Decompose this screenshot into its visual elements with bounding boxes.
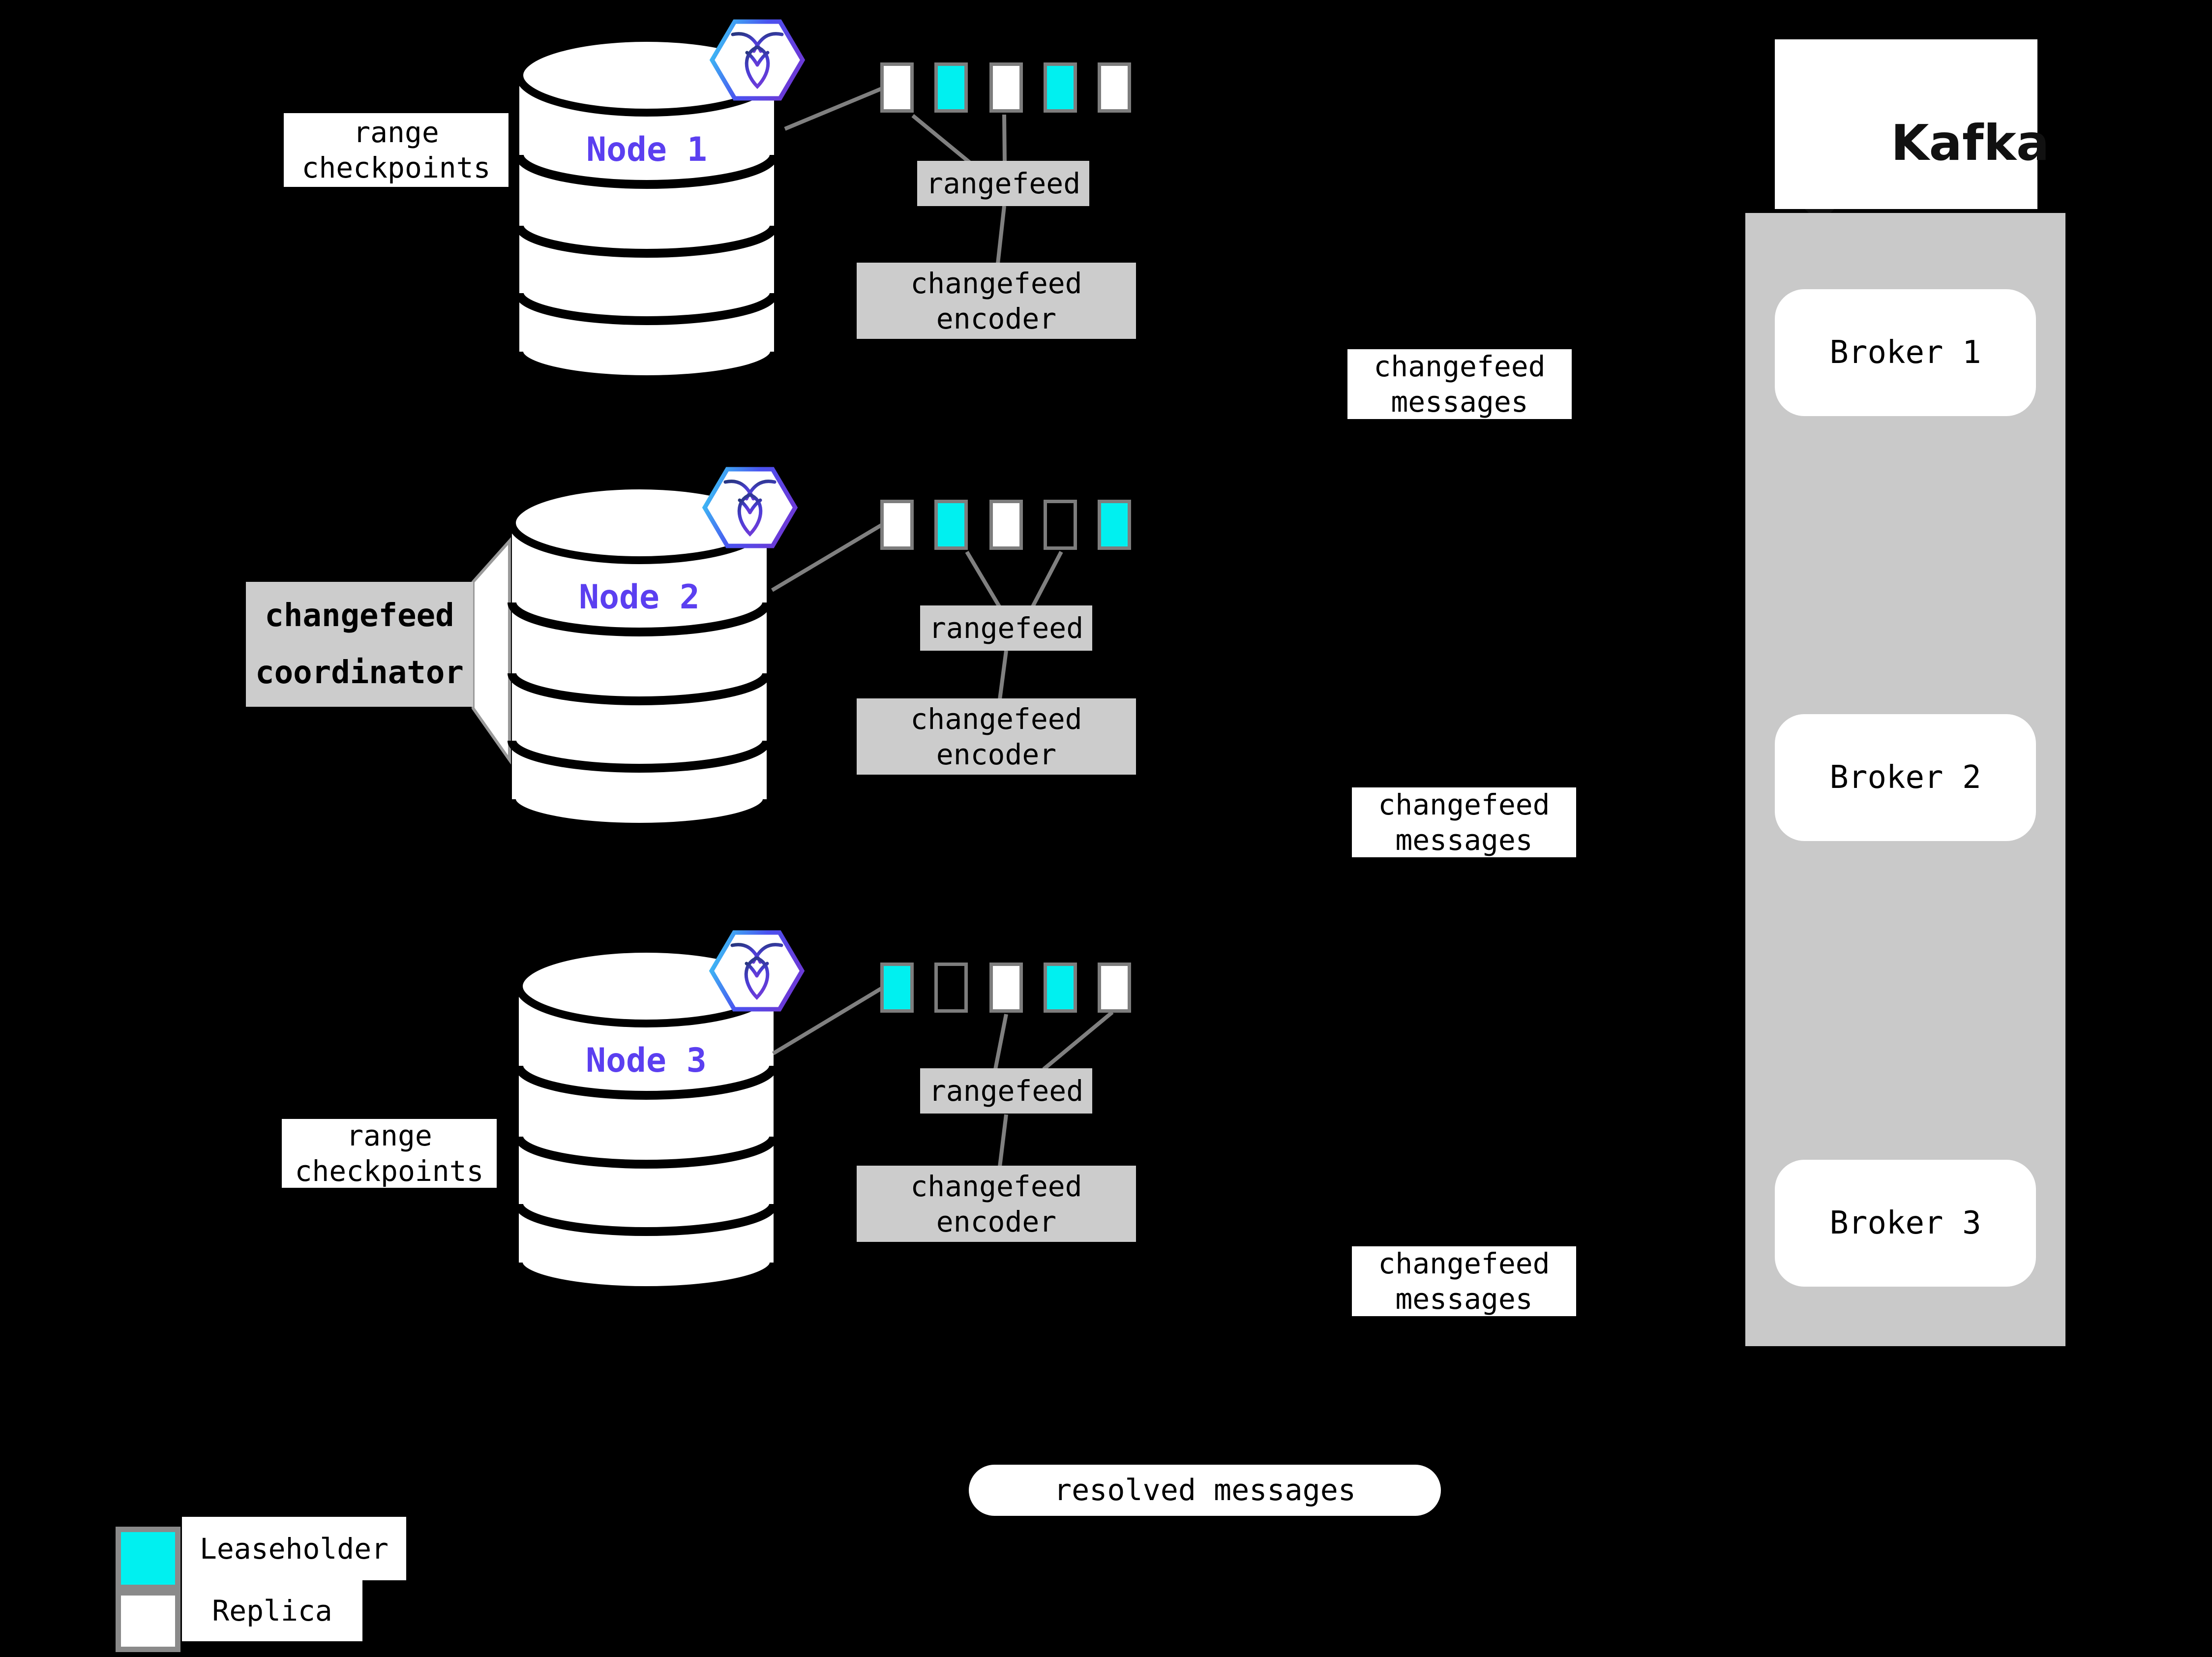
range-square	[989, 963, 1023, 1013]
label-line: changefeed	[1374, 350, 1546, 383]
range-square	[934, 62, 968, 113]
range-square	[880, 500, 914, 550]
broker-3-box: Broker 3	[1775, 1160, 2036, 1287]
range-square	[989, 62, 1023, 113]
label-line: coordinator	[255, 655, 464, 691]
range-square	[1098, 963, 1131, 1013]
label-line: changefeed	[1378, 1247, 1550, 1280]
label-line: checkpoints	[301, 151, 491, 184]
legend-replica-label: Replica	[182, 1580, 362, 1641]
label-line: messages	[1395, 823, 1533, 857]
cockroachdb-icon	[712, 22, 803, 98]
changefeed-encoder-box-node-2: changefeed encoder	[857, 698, 1136, 775]
node-2-name: Node 2	[579, 578, 700, 617]
label-line: encoder	[936, 737, 1057, 771]
range-square	[880, 62, 914, 113]
rangefeed-box-node-3: rangefeed	[920, 1068, 1092, 1114]
arrowhead-into-coordinator	[231, 646, 257, 669]
label-line: changefeed	[910, 702, 1082, 736]
label-line: encoder	[936, 1205, 1057, 1238]
broker-2-box: Broker 2	[1775, 714, 2036, 841]
label-line: range	[346, 1119, 432, 1152]
range-square	[934, 963, 968, 1013]
changefeed-messages-label-1: changefeed messages	[1347, 349, 1572, 419]
range-square	[1044, 500, 1077, 550]
legend-leaseholder-swatch	[116, 1527, 180, 1590]
changefeed-messages-label-2: changefeed messages	[1352, 787, 1576, 857]
range-square	[989, 500, 1023, 550]
connector-lines	[771, 86, 1114, 1167]
kafka-wordmark: Kafka	[1891, 114, 2050, 172]
label-line: range	[353, 116, 439, 149]
label-line: changefeed	[265, 598, 454, 634]
range-checkpoints-label-bottom: range checkpoints	[282, 1119, 497, 1188]
resolved-messages-pill: resolved messages	[969, 1465, 1441, 1516]
label-line: checkpoints	[295, 1154, 484, 1188]
changefeed-encoder-box-node-3: changefeed encoder	[857, 1166, 1136, 1242]
label-line: encoder	[936, 301, 1057, 335]
legend-replica-swatch	[116, 1590, 180, 1652]
cockroachdb-icon	[712, 933, 802, 1009]
range-square	[1098, 62, 1131, 113]
changefeed-encoder-box-node-1: changefeed encoder	[857, 263, 1136, 339]
label-line: changefeed	[910, 266, 1082, 300]
range-square	[1044, 62, 1077, 113]
node-3-name: Node 3	[586, 1041, 707, 1080]
kafka-logo-box	[1775, 39, 2037, 209]
node-1-name: Node 1	[586, 130, 707, 169]
range-checkpoints-label-top: range checkpoints	[284, 113, 508, 187]
changefeed-messages-label-3: changefeed messages	[1352, 1246, 1576, 1316]
range-square	[934, 500, 968, 550]
broker-1-box: Broker 1	[1775, 289, 2036, 416]
range-square	[880, 963, 914, 1013]
label-line: changefeed	[910, 1169, 1082, 1203]
label-line: messages	[1395, 1282, 1533, 1316]
label-line: messages	[1391, 385, 1528, 419]
cockroachdb-icon	[705, 469, 795, 546]
changefeed-coordinator-label: changefeed coordinator	[246, 582, 473, 707]
label-line: changefeed	[1378, 788, 1550, 821]
legend-leaseholder-label: Leaseholder	[182, 1517, 406, 1580]
rangefeed-box-node-1: rangefeed	[917, 161, 1089, 206]
range-square	[1044, 963, 1077, 1013]
rangefeed-box-node-2: rangefeed	[920, 605, 1092, 651]
range-square	[1098, 500, 1131, 550]
coordinator-pointer-shape	[472, 537, 511, 765]
